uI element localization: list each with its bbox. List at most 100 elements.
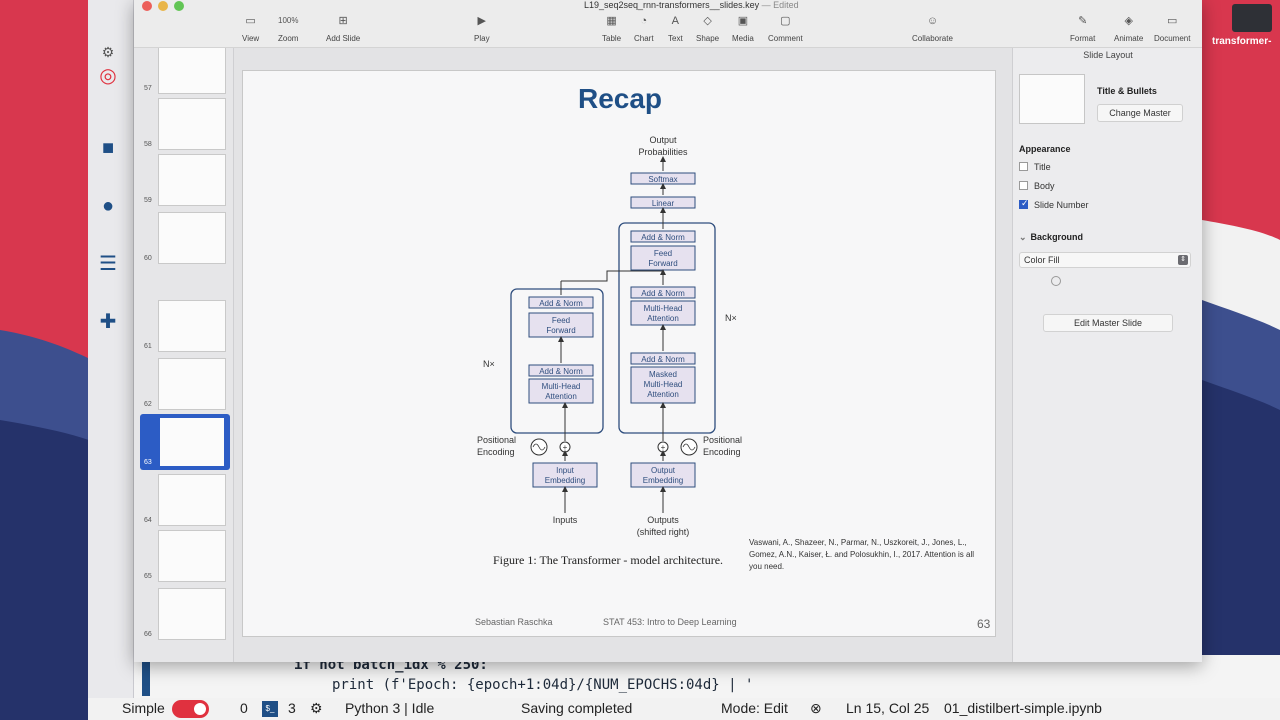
- format-button[interactable]: ✎Format: [1070, 15, 1096, 43]
- chevron-down-icon: ⌄: [1019, 232, 1027, 242]
- cursor-position[interactable]: Ln 15, Col 25: [846, 700, 930, 716]
- slide-thumbnail[interactable]: 65: [134, 530, 233, 584]
- media-icon: ▣: [737, 15, 749, 27]
- close-window-button[interactable]: [142, 1, 152, 11]
- svg-text:+: +: [661, 443, 666, 452]
- slide-thumbnail[interactable]: 59: [134, 154, 233, 208]
- encoder-feed-label: Feed: [552, 316, 570, 325]
- change-master-button[interactable]: Change Master: [1097, 104, 1183, 122]
- slide-thumbnail[interactable]: 61: [134, 300, 233, 354]
- gear-icon[interactable]: ⚙: [101, 44, 115, 60]
- decoder-add-norm-2-label: Add & Norm: [641, 289, 685, 298]
- desktop-space-label[interactable]: transformer-: [1212, 36, 1272, 47]
- collaborate-button[interactable]: ☺Collaborate: [912, 15, 953, 43]
- play-button[interactable]: ▶Play: [474, 15, 490, 43]
- encoder-feed-forward-block: [528, 312, 594, 338]
- inspector-panel-title: Slide Layout: [1083, 50, 1133, 60]
- extensions-icon[interactable]: ✚: [99, 311, 117, 333]
- document-button[interactable]: ▭Document: [1154, 15, 1191, 43]
- comment-button[interactable]: ▢Comment: [768, 15, 803, 43]
- jupyter-status-bar: Simple 0 $_ 3 ⚙ Python 3 | Idle Saving c…: [88, 698, 1280, 720]
- zoom-window-button[interactable]: [174, 1, 184, 11]
- collaborate-icon: ☺: [926, 15, 939, 27]
- slide-thumbnail[interactable]: 62: [134, 358, 233, 412]
- paintbrush-icon: ✎: [1078, 15, 1088, 27]
- kernel-icon[interactable]: ⚙: [310, 700, 323, 716]
- transformer-architecture-diagram[interactable]: Add & Norm Feed Forward Add & Norm Multi…: [463, 131, 763, 551]
- slide-canvas[interactable]: Recap Add & Norm Feed Forward Ad: [234, 48, 1012, 662]
- keynote-toolbar: L19_seq2seq_rnn-transformers__slides.key…: [134, 0, 1202, 48]
- encoder-multi-head-attention-block: [528, 378, 594, 404]
- slide-thumbnail-selected[interactable]: 63: [134, 416, 233, 470]
- encoder-positional-label-1: Positional: [477, 435, 516, 445]
- slide-thumbnail[interactable]: 64: [134, 474, 233, 528]
- encoder-positional-label-2: Encoding: [477, 447, 515, 457]
- running-kernels-icon[interactable]: ●: [101, 195, 115, 217]
- layout-thumbnail[interactable]: [1019, 74, 1085, 124]
- decoder-positional-label-2: Encoding: [703, 447, 741, 457]
- active-cell-indicator: [142, 662, 150, 696]
- simple-mode-toggle[interactable]: [172, 700, 209, 718]
- slide-thumbnail[interactable]: 60: [134, 212, 233, 266]
- encoder-add-norm-1-label: Add & Norm: [539, 367, 583, 376]
- loading-spinner-icon: [1051, 276, 1061, 286]
- background-heading[interactable]: ⌄Background: [1019, 232, 1084, 242]
- keynote-window: L19_seq2seq_rnn-transformers__slides.key…: [134, 0, 1202, 662]
- slide-number-checkbox[interactable]: Slide Number: [1019, 198, 1089, 210]
- notebook-filename: 01_distilbert-simple.ipynb: [944, 700, 1102, 716]
- decoder-feed-forward-block: [630, 245, 696, 271]
- chart-button[interactable]: ◔Chart: [634, 15, 654, 43]
- decoder-attention-label: Attention: [647, 314, 679, 323]
- citation-text[interactable]: Vaswani, A., Shazeer, N., Parmar, N., Us…: [749, 538, 975, 571]
- terminal-icon[interactable]: $_: [262, 701, 278, 717]
- decoder-stack-frame: [618, 222, 716, 434]
- document-icon: ▭: [1167, 15, 1178, 27]
- input-embedding-label-1: Input: [556, 466, 575, 475]
- comment-icon: ▢: [780, 15, 791, 27]
- title-checkbox[interactable]: Title: [1019, 162, 1051, 172]
- add-slide-button[interactable]: ⊞Add Slide: [326, 15, 361, 43]
- footer-author: Sebastian Raschka: [475, 617, 553, 627]
- body-checkbox[interactable]: Body: [1019, 181, 1055, 191]
- error-icon[interactable]: ⊗: [810, 700, 822, 716]
- media-button[interactable]: ▣Media: [732, 15, 754, 43]
- folder-icon[interactable]: ■: [101, 137, 115, 159]
- zoom-button[interactable]: 100%Zoom: [278, 16, 299, 43]
- decoder-add-norm-3-label: Add & Norm: [641, 233, 685, 242]
- decoder-add-norm-2-block: [630, 286, 696, 299]
- terminal-count: 0: [240, 700, 248, 716]
- output-probabilities-label-2: Probabilities: [638, 147, 688, 157]
- slide-title[interactable]: Recap: [577, 83, 663, 114]
- table-button[interactable]: ▦Table: [602, 15, 622, 43]
- output-embedding-label-1: Output: [651, 466, 676, 475]
- fill-type-select[interactable]: Color Fill⇕: [1019, 252, 1191, 268]
- encoder-add-norm-1-block: [528, 364, 594, 377]
- slide-navigator[interactable]: 57 58 59 60 61 62 63 64 65 66: [134, 48, 234, 662]
- kernel-status[interactable]: Python 3 | Idle: [345, 700, 435, 716]
- edit-master-slide-button[interactable]: Edit Master Slide: [1043, 314, 1173, 332]
- slide-thumbnail[interactable]: 58: [134, 98, 233, 152]
- figure-caption[interactable]: Figure 1: The Transformer - model archit…: [493, 553, 724, 567]
- slide-thumbnail[interactable]: 57: [134, 48, 233, 96]
- chart-icon: ◔: [640, 15, 648, 27]
- notebook-code-editor[interactable]: if not batch_idx % 250: print (f'Epoch: …: [134, 655, 1280, 700]
- document-name: L19_seq2seq_rnn-transformers__slides.key: [584, 0, 760, 10]
- animate-button[interactable]: ◈Animate: [1114, 15, 1144, 43]
- simple-mode-label: Simple: [122, 700, 165, 716]
- code-line-print: print (f'Epoch: {epoch+1:04d}/{NUM_EPOCH…: [332, 677, 754, 693]
- shape-button[interactable]: ◇Shape: [696, 15, 720, 43]
- play-icon: ▶: [477, 15, 487, 27]
- desktop-space-thumbnail[interactable]: [1232, 4, 1272, 32]
- outputs-label: Outputs: [647, 515, 679, 525]
- minimize-window-button[interactable]: [158, 1, 168, 11]
- layout-name: Title & Bullets: [1097, 86, 1157, 96]
- outputs-shifted-label: (shifted right): [637, 527, 690, 537]
- encoder-add-norm-2-block: [528, 296, 594, 309]
- slide-thumbnail[interactable]: 66: [134, 588, 233, 642]
- slide[interactable]: Recap Add & Norm Feed Forward Ad: [242, 70, 996, 637]
- view-button[interactable]: ▭View: [242, 15, 260, 43]
- kernel-count: 3: [288, 700, 296, 716]
- shape-icon: ◇: [703, 15, 712, 27]
- table-of-contents-icon[interactable]: ☰: [99, 253, 117, 275]
